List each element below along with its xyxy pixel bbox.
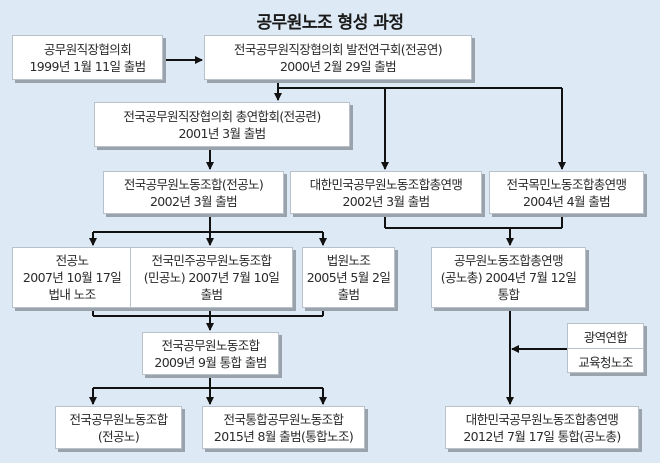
node-gongnochong-2004: 공무원노동조합총연맹 (공노총) 2004년 7월 12일 통합 bbox=[431, 247, 586, 308]
diagram-title: 공무원노조 형성 과정 bbox=[256, 13, 404, 33]
node-gongnochong-2012: 대한민국공무원노동조합총연맹 2012년 7월 17일 통합(공노총) bbox=[445, 406, 639, 449]
node-korea-federation-2002: 대한민국공무원노동조합총연맹 2002년 3월 출범 bbox=[290, 171, 482, 214]
node-court-union: 법원노조 2005년 5월 2일 출범 bbox=[302, 247, 395, 308]
node-regional-education-unions: 광역연합 교육청노조 bbox=[567, 323, 644, 373]
node-mokmin-federation: 전국목민노동조합총연맹 2004년 4월 출범 bbox=[489, 171, 644, 214]
node-jeongongno-2009: 전국공무원노동조합 2009년 9월 통합 출범 bbox=[142, 332, 279, 375]
label-education-office-union: 교육청노조 bbox=[568, 348, 643, 373]
node-jeongongyeon: 전국공무원직장협의회 발전연구회(전공연) 2000년 2월 29일 출범 bbox=[204, 35, 472, 80]
label-regional-union: 광역연합 bbox=[583, 329, 628, 345]
node-integrated-union-2015: 전국통합공무원노동조합 2015년 8월 출범(통합노조) bbox=[202, 406, 365, 449]
node-jeongongno-2002: 전국공무원노동조합(전공노) 2002년 3월 출범 bbox=[103, 171, 284, 214]
node-jeongongno-2007: 전공노 2007년 10월 17일 법내 노조 bbox=[12, 247, 132, 308]
node-jeongongryeon: 전국공무원직장협의회 총연합회(전공련) 2001년 3월 출범 bbox=[94, 102, 350, 147]
node-jeongongno-current: 전국공무원노동조합 (전공노) bbox=[55, 406, 182, 449]
node-civil-servant-council: 공무원직장협의회 1999년 1월 11일 출범 bbox=[12, 35, 163, 80]
node-mingongno: 전국민주공무원노동조합 (민공노) 2007년 7월 10일 출범 bbox=[130, 247, 293, 308]
